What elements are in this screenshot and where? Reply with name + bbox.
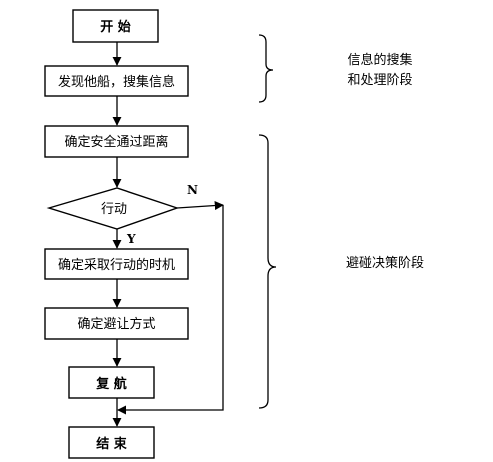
action-decision: 行动: [46, 187, 180, 230]
method-node: 确定避让方式: [44, 307, 189, 340]
method-label: 确定避让方式: [77, 316, 155, 332]
info-phase-brace: [258, 34, 274, 103]
info-phase-label-line1: 信息的搜集: [347, 52, 412, 68]
decision-phase-label: 避碰决策阶段: [346, 255, 424, 271]
timing-node: 确定采取行动的时机: [44, 248, 189, 280]
end-label: 结 束: [96, 436, 128, 452]
start-node: 开 始: [72, 9, 159, 43]
connectors: [112, 42, 224, 427]
no-branch-label: N: [187, 183, 198, 197]
discover-label: 发现他船，搜集信息: [58, 74, 175, 90]
decision-phase-brace: [258, 134, 277, 409]
resume-node: 复 航: [68, 366, 155, 399]
info-phase-label-line2: 和处理阶段: [347, 73, 412, 88]
yes-branch-label: Y: [126, 232, 136, 246]
start-label: 开 始: [100, 19, 131, 35]
resume-label: 复 航: [95, 376, 127, 392]
loop-back-line: [117, 205, 224, 415]
distance-node: 确定安全通过距离: [44, 125, 189, 158]
arrow-no-branch: [176, 200, 224, 211]
timing-label: 确定采取行动的时机: [58, 257, 175, 273]
action-label: 行动: [101, 202, 127, 217]
end-node: 结 束: [68, 426, 155, 459]
discover-node: 发现他船，搜集信息: [44, 65, 189, 97]
distance-label: 确定安全通过距离: [64, 134, 168, 150]
